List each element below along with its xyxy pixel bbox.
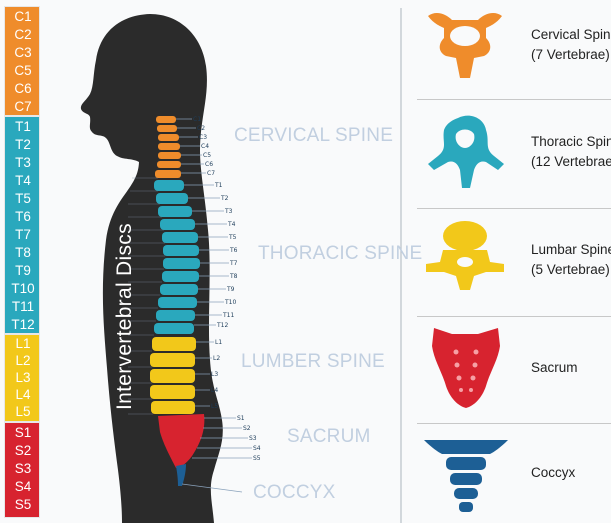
lumbar-vertebra-icon: [426, 221, 504, 290]
legend-thoracic-text: Thoracic Spine (12 Vertebrae): [531, 132, 611, 172]
legend-lumbar-title: Lumbar Spine: [531, 240, 611, 260]
legend-cervical-count: (7 Vertebrae): [531, 45, 611, 65]
legend-sacrum-title: Sacrum: [531, 358, 578, 378]
legend-lumbar-text: Lumbar Spine (5 Vertebrae): [531, 240, 611, 280]
legend-sacrum-text: Sacrum: [531, 358, 578, 378]
cervical-vertebra-icon: [428, 13, 502, 78]
legend-coccyx-title: Coccyx: [531, 463, 575, 483]
legend-thoracic-count: (12 Vertebrae): [531, 152, 611, 172]
legend-cervical-text: Cervical Spine (7 Vertebrae): [531, 25, 611, 65]
sacrum-icon: [432, 328, 500, 408]
coccyx-icon: [424, 440, 508, 512]
legend-thoracic-title: Thoracic Spine: [531, 132, 611, 152]
legend-coccyx-text: Coccyx: [531, 463, 575, 483]
legend-cervical-title: Cervical Spine: [531, 25, 611, 45]
thoracic-vertebra-icon: [428, 116, 504, 188]
legend-lumbar-count: (5 Vertebrae): [531, 260, 611, 280]
